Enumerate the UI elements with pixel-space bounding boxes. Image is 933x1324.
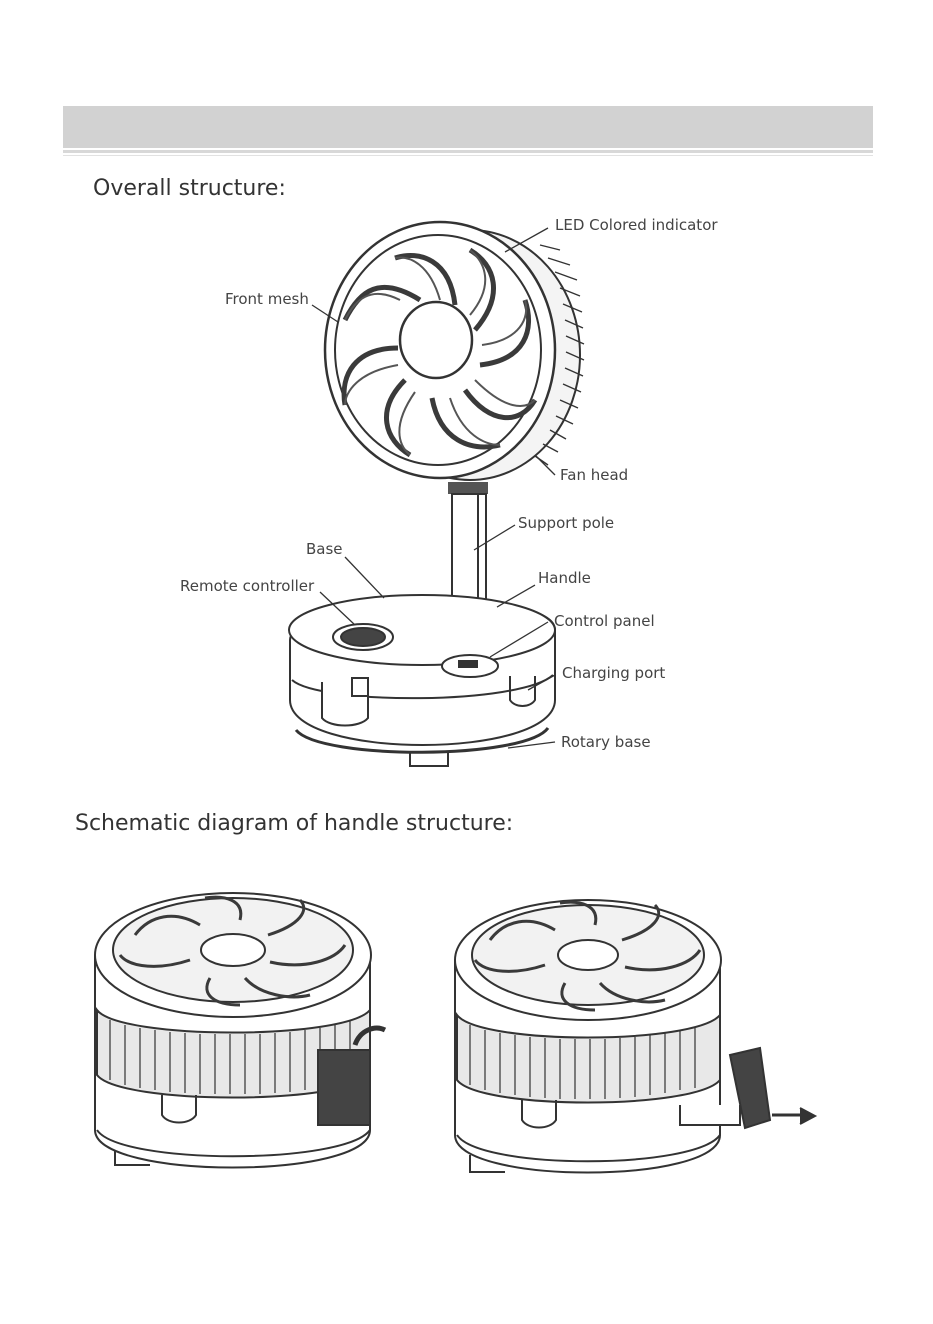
- label-support-pole: Support pole: [518, 514, 614, 532]
- label-charging-port: Charging port: [562, 664, 665, 682]
- label-led-indicator: LED Colored indicator: [555, 216, 718, 234]
- label-base: Base: [306, 540, 343, 558]
- label-remote-controller: Remote controller: [180, 577, 314, 595]
- label-front-mesh: Front mesh: [225, 290, 309, 308]
- fan-main: [289, 222, 584, 766]
- fan-handle-folded: [95, 893, 385, 1168]
- label-fan-head: Fan head: [560, 466, 628, 484]
- label-handle: Handle: [538, 569, 591, 587]
- label-control-panel: Control panel: [554, 612, 655, 630]
- fan-handle-extended: [455, 900, 815, 1173]
- label-rotary-base: Rotary base: [561, 733, 651, 751]
